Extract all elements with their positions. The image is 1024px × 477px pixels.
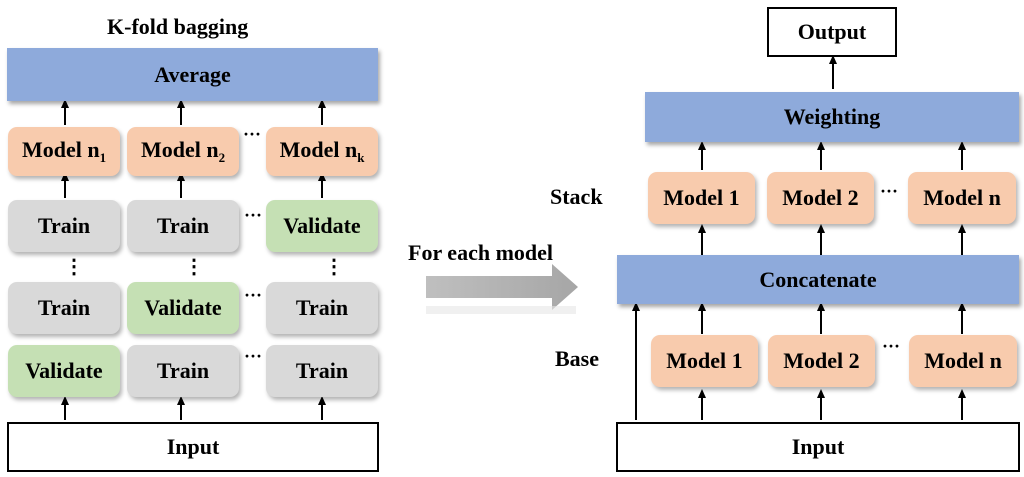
average-label: Average [154, 61, 231, 87]
model-label: Model n1 [21, 137, 107, 165]
weighting-label: Weighting [783, 104, 881, 129]
flow-arrow-icon [426, 264, 578, 314]
fold-cell-train: Train [127, 345, 239, 397]
fold-cell-train: Train [127, 200, 239, 252]
average-box: Average [7, 48, 378, 101]
fold-cell-validate: Validate [266, 200, 378, 252]
fold-cell-validate: Validate [8, 345, 120, 397]
stack-model-n: Model n [908, 172, 1016, 224]
stack-model-2: Model 2 [767, 172, 874, 224]
weighting-box: Weighting [645, 92, 1019, 142]
fold-cell-train: Train [266, 345, 378, 397]
input-label: Input [166, 434, 220, 459]
fold-cell-train: Train [8, 200, 120, 252]
model-nk-box: Model nk [266, 127, 378, 176]
fold-cell-train: Train [266, 282, 378, 334]
input-label: Input [791, 434, 845, 459]
output-box: Output [767, 7, 897, 57]
base-label: Base [555, 346, 599, 371]
model-label: Model nk [279, 137, 365, 165]
model-n1-box: Model n1 [8, 127, 120, 176]
grid-ellipsis: ··· [244, 346, 263, 366]
model-label: Model n2 [140, 137, 226, 165]
concatenate-box: Concatenate [617, 255, 1019, 304]
grid-vdots: ⋮ [64, 256, 84, 278]
for-each-model-label: For each model [408, 240, 554, 265]
kfold-title: K-fold bagging [107, 14, 249, 39]
base-model-1: Model 1 [651, 335, 758, 387]
base-model-n: Model n [909, 335, 1017, 387]
left-input-box: Input [7, 422, 379, 472]
base-ellipsis: ··· [882, 336, 901, 356]
grid-vdots: ⋮ [324, 256, 344, 278]
output-label: Output [797, 19, 867, 44]
grid-vdots: ⋮ [184, 256, 204, 278]
concatenate-label: Concatenate [759, 266, 877, 292]
models-ellipsis: ··· [243, 124, 262, 144]
fold-cell-validate: Validate [127, 282, 239, 334]
stack-ellipsis: ··· [880, 181, 899, 201]
right-input-box: Input [616, 422, 1020, 472]
stack-model-1: Model 1 [648, 172, 755, 224]
fold-cell-train: Train [8, 282, 120, 334]
stack-label: Stack [550, 184, 603, 209]
base-model-2: Model 2 [768, 335, 875, 387]
grid-ellipsis: ··· [244, 205, 263, 225]
grid-ellipsis: ··· [244, 285, 263, 305]
model-n2-box: Model n2 [127, 127, 239, 176]
